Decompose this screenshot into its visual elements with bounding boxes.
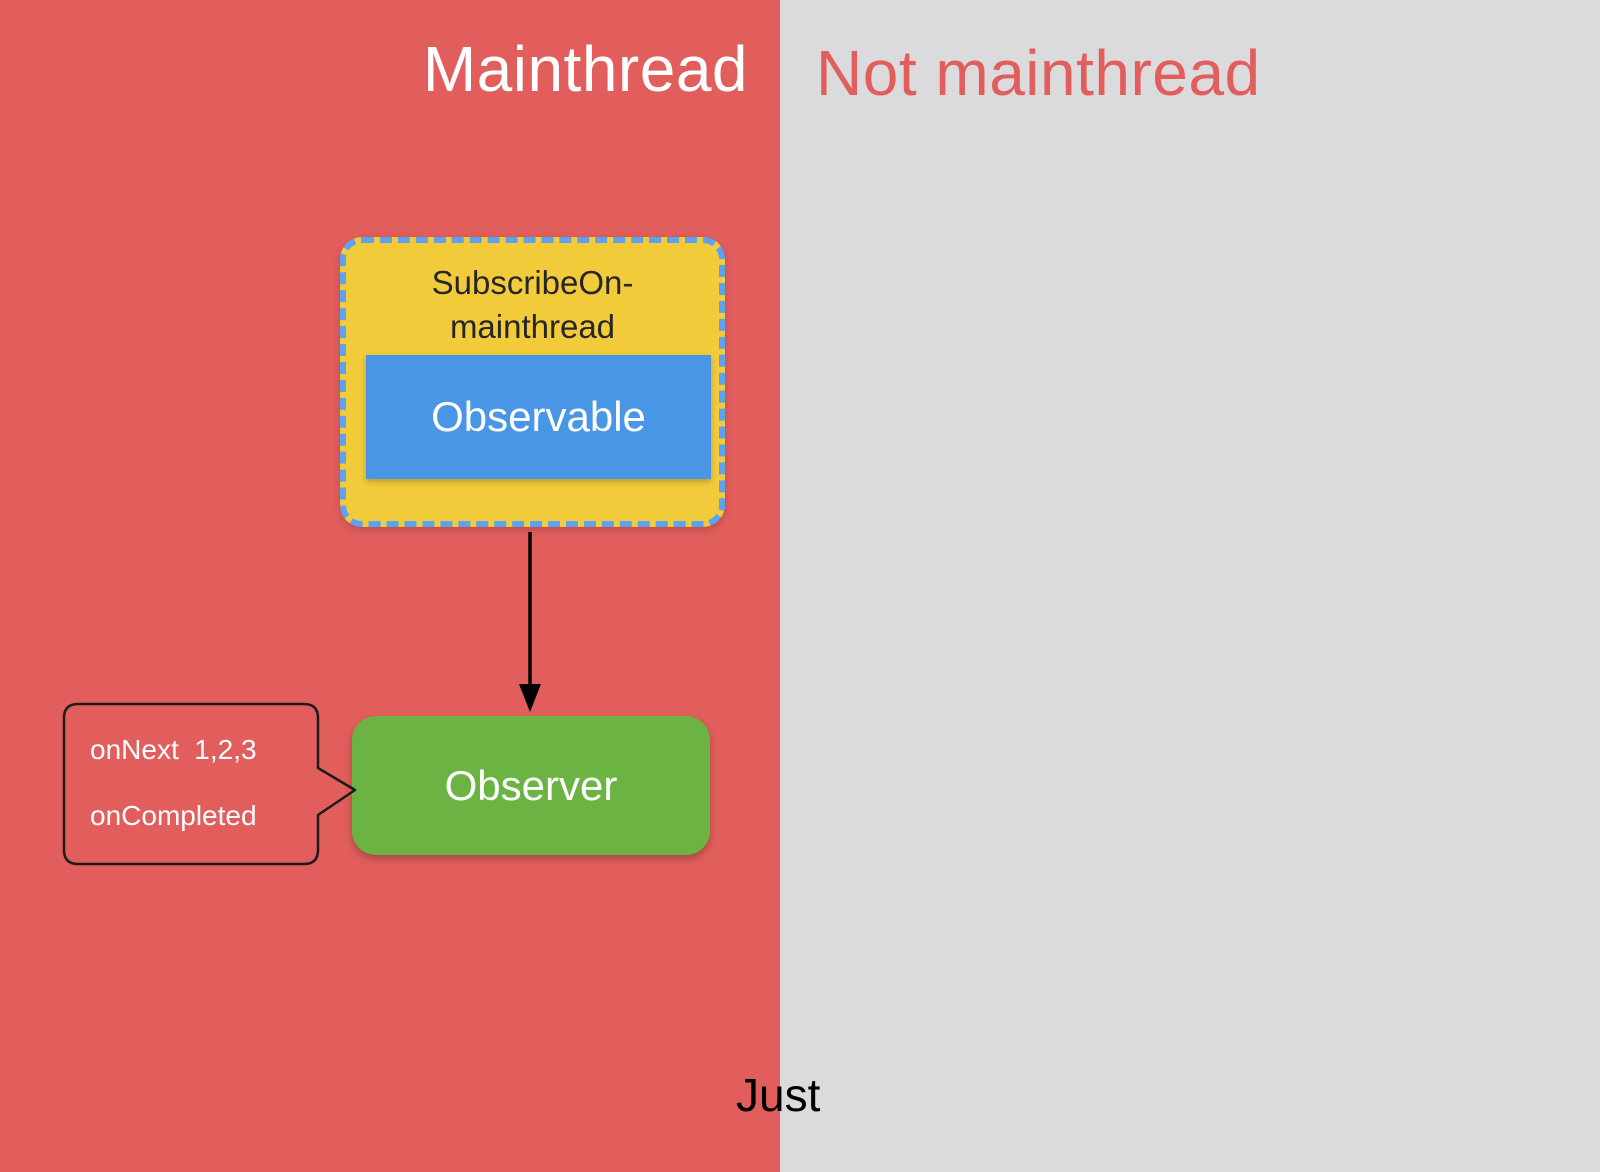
not-mainthread-title: Not mainthread: [816, 37, 1261, 109]
callout-on-completed: onCompleted: [90, 800, 257, 831]
observer-box: Observer: [352, 716, 710, 855]
subscribe-on-box: SubscribeOn- mainthread Observable: [340, 237, 725, 527]
observable-label: Observable: [431, 393, 646, 440]
not-mainthread-panel: [780, 0, 1600, 1172]
events-callout: onNext 1,2,3 onCompleted: [60, 698, 360, 873]
observable-box: Observable: [366, 355, 711, 479]
subscribe-on-label: SubscribeOn- mainthread: [346, 261, 719, 349]
callout-bubble-outline: [62, 702, 357, 866]
just-label: Just: [736, 1069, 821, 1121]
subscribe-on-label-line2: mainthread: [449, 308, 616, 345]
observer-label: Observer: [444, 761, 618, 809]
down-arrow-icon: [519, 532, 541, 712]
mainthread-title: Mainthread: [422, 33, 748, 105]
subscribe-on-label-line1: SubscribeOn-: [431, 264, 634, 301]
mainthread-panel: [0, 0, 780, 1172]
callout-on-next: onNext 1,2,3: [90, 734, 257, 765]
